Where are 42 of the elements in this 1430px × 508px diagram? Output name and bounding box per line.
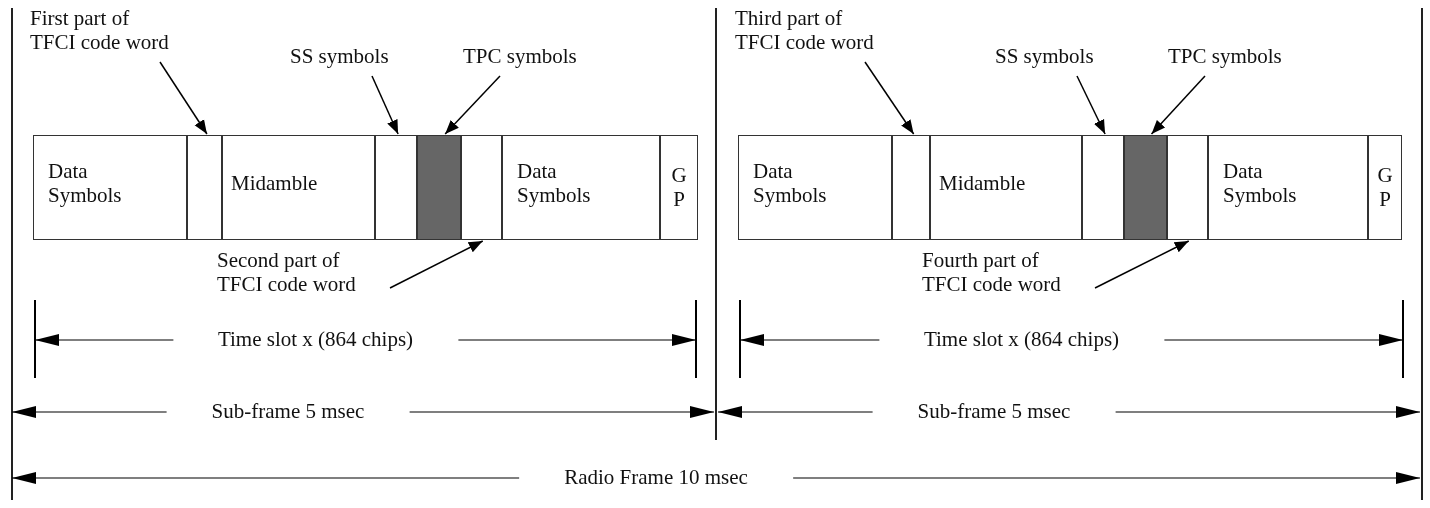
- segment-label: Data Symbols: [48, 160, 123, 207]
- data-symbols-segment: [1208, 135, 1368, 240]
- midamble-segment: [222, 135, 375, 240]
- segment-label: Data Symbols: [753, 160, 828, 207]
- data-symbols-segment: [502, 135, 660, 240]
- segment-label: Midamble: [231, 171, 318, 196]
- annotation-text: TPC symbols: [1168, 44, 1318, 69]
- pointer-arrow: [1150, 75, 1206, 135]
- data-symbols-segment: [738, 135, 892, 240]
- ss-segment: [1082, 135, 1124, 240]
- annotation-text: Fourth part of TFCI code word: [922, 248, 1067, 297]
- segment-label: GP: [670, 164, 688, 211]
- pointer-arrow: [159, 61, 208, 135]
- annotation-text: First part of TFCI code word: [30, 6, 175, 55]
- annotation-text: SS symbols: [995, 44, 1145, 69]
- annotation-text: SS symbols: [290, 44, 440, 69]
- ss-segment: [375, 135, 417, 240]
- annotation-text: TPC symbols: [463, 44, 613, 69]
- segment-label: Data Symbols: [1223, 160, 1298, 207]
- pointer-arrow: [389, 240, 484, 289]
- tfci-segment: [1167, 135, 1208, 240]
- pointer-arrow: [864, 61, 915, 135]
- pointer-arrow: [371, 75, 399, 135]
- annotation-text: Second part of TFCI code word: [217, 248, 362, 297]
- guard-period-segment: [1368, 135, 1402, 240]
- dimension-label: Time slot x (864 chips): [878, 328, 1165, 352]
- pointer-arrow: [444, 75, 501, 135]
- tpc-segment: [417, 135, 461, 240]
- segment-label: GP: [1376, 164, 1394, 211]
- data-symbols-segment: [33, 135, 187, 240]
- pointer-arrow: [1076, 75, 1106, 135]
- dimension-label: Time slot x (864 chips): [172, 328, 459, 352]
- segment-label: Data Symbols: [517, 160, 592, 207]
- tpc-segment: [1124, 135, 1167, 240]
- annotation-text: Third part of TFCI code word: [735, 6, 880, 55]
- tfci-segment: [187, 135, 222, 240]
- midamble-segment: [930, 135, 1082, 240]
- guard-period-segment: [660, 135, 698, 240]
- segment-label: Midamble: [939, 171, 1026, 196]
- tfci-segment: [461, 135, 502, 240]
- tfci-segment: [892, 135, 930, 240]
- pointer-arrow: [1094, 240, 1190, 289]
